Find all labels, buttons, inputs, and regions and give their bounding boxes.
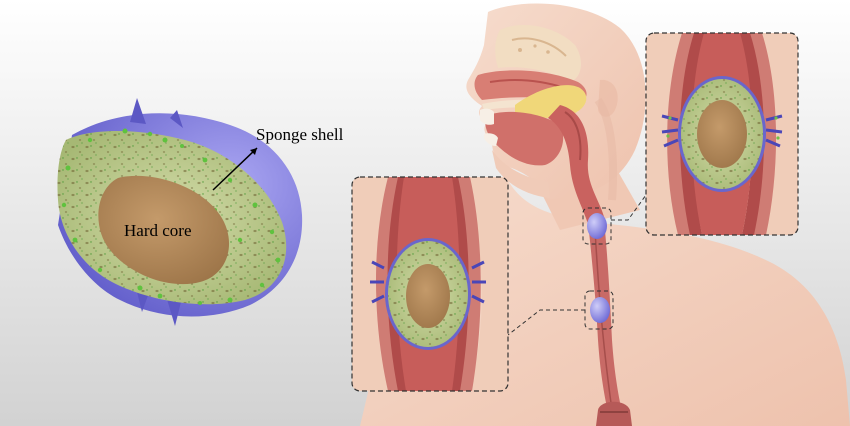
- lower-callout-leader: [507, 309, 585, 336]
- sponge-shell-label: Sponge shell: [256, 125, 344, 144]
- zoom-panel-lower: [351, 176, 509, 392]
- lower-device-in-esophagus: [590, 297, 610, 323]
- shell-spike: [170, 110, 183, 128]
- zoom-panel-upper: [645, 32, 799, 236]
- upper-callout-leader: [611, 194, 647, 221]
- upper-callout-box: [582, 207, 612, 245]
- hard-core-label: Hard core: [124, 221, 192, 240]
- sponge-shell-arrow: [212, 147, 258, 191]
- shell-spike: [130, 98, 146, 124]
- hard-core: [98, 175, 230, 285]
- upper-device-in-esophagus: [587, 213, 607, 239]
- shell-spike: [166, 296, 182, 326]
